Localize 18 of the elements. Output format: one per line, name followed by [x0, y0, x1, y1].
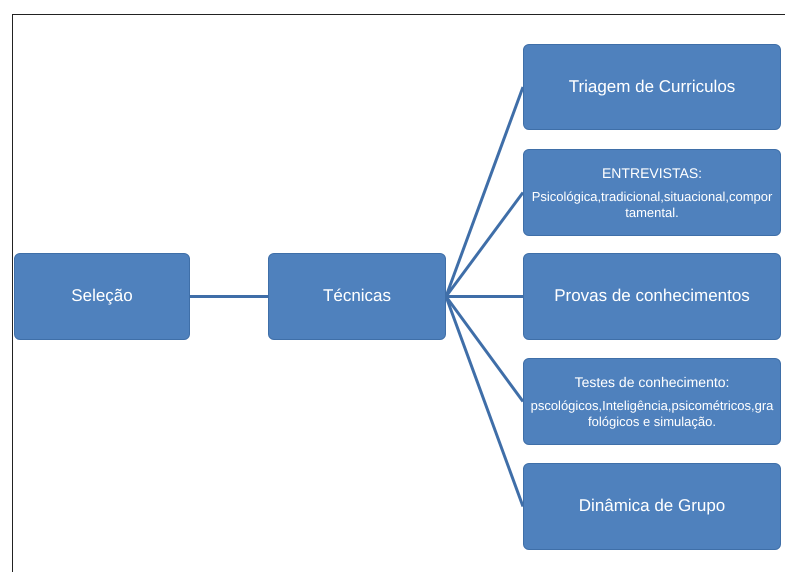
box-label: Testes de conhecimento: [574, 374, 730, 390]
process-box [523, 463, 781, 550]
box-label: Seleção [71, 286, 133, 307]
process-box [14, 253, 190, 340]
connector-line [190, 295, 268, 298]
box-label: Triagem de Curriculos [568, 76, 736, 98]
box-description: pscológicos,Inteligência,psicométricos,grafológicos e simulação. [530, 398, 774, 430]
process-box [523, 358, 781, 445]
box-label: ENTREVISTAS: [602, 164, 702, 182]
connector-line [446, 295, 523, 298]
box-label: Técnicas [322, 286, 392, 307]
process-box [268, 253, 446, 340]
box-label: Dinâmica de Grupo [578, 496, 726, 517]
process-box [523, 44, 781, 130]
box-description: Psicológica,tradicional,situacional,comportamental. [530, 189, 774, 220]
process-box [523, 149, 781, 236]
process-box [523, 253, 781, 340]
box-label: Provas de conhecimentos [554, 286, 750, 307]
